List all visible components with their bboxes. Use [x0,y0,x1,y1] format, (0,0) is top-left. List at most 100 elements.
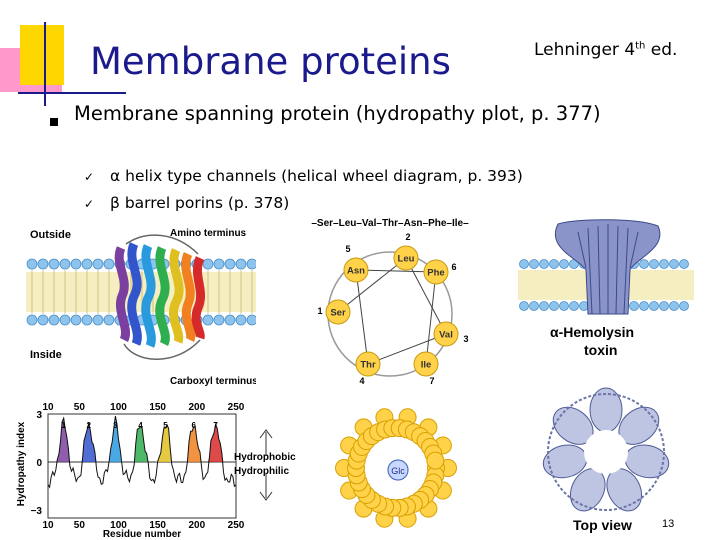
lipid-head [202,258,214,270]
lipid-head [213,314,225,326]
sub-bullet-beta: β barrel porins (p. 378) [110,194,290,212]
up-arrow-icon [259,429,273,456]
wheel-connection [337,257,407,313]
page-number: 13 [662,518,675,530]
hemolysin-barrel [555,219,661,315]
wheel-residue-number: 1 [317,306,322,316]
lipid-head [659,301,669,311]
inside-label: Inside [30,349,62,361]
lipid-head [539,301,549,311]
lipid-head [59,314,71,326]
hydropathy-curve [47,416,237,489]
membrane-protein-figure: Outside Amino terminus Inside Carboxyl t… [26,228,256,387]
hydrophobic-label: Hydrophobic [234,452,296,463]
top-view-label: Top view [573,517,632,533]
lipid-head [549,259,559,269]
porin-barrel-figure: Glc [335,408,457,528]
hydropathy-y-label: Hydropathy index [16,421,27,506]
lipid-head [48,314,60,326]
glucose-molecule-icon [387,459,409,481]
wheel-connection [355,269,369,365]
lipid-head [246,258,256,270]
hydropathy-x-tick-top: 10 [42,402,54,413]
lipid-head [224,314,236,326]
lipid-head [48,258,60,270]
checkmark-icon: ✓ [84,197,95,211]
wheel-residue-number: 4 [359,376,364,386]
wheel-residue-number: 2 [405,232,410,242]
lipid-head [649,301,659,311]
wheel-connection [367,333,447,365]
carboxyl-terminus-label: Carboxyl terminus [170,376,256,387]
lipid-head [529,301,539,311]
wheel-residue-label: Thr [360,360,376,371]
hydropathy-segment-label: 3 [113,421,118,430]
hemolysin-name: α-Hemolysin [550,324,634,340]
wheel-residue-number: 5 [345,244,350,254]
lipid-head [37,258,49,270]
lipid-head [213,258,225,270]
lipid-head [235,314,247,326]
hydropathy-axes [47,413,237,519]
edition-suffix: ed. [645,40,678,60]
wheel-residue-circle [343,257,369,283]
lipid-head [26,314,38,326]
hydropathy-x-tick-top: 250 [228,402,245,413]
hydropathy-segment-label: 5 [163,421,168,430]
edition-note: Lehninger 4th ed. [534,40,677,60]
wheel-residue-label: Ile [421,360,432,371]
lipid-head [70,314,82,326]
top-view-outline [547,393,665,511]
porin-ring [335,408,457,528]
wheel-residue-circle [433,321,459,347]
lipid-head [81,258,93,270]
lipid-head [539,259,549,269]
lipid-head [529,259,539,269]
hydropathy-x-tick-bottom: 10 [42,520,54,531]
hydropathy-segment-label: 2 [87,421,92,430]
hydropathy-x-tick-bottom: 50 [74,520,86,531]
hydropathy-segment-fill [184,426,204,462]
lipid-head [659,259,669,269]
lipid-head [235,258,247,270]
hydropathy-x-tick-bottom: 250 [228,520,245,531]
wheel-residue-label: Val [439,330,453,341]
edition-text: Lehninger 4 [534,40,636,60]
hydropathy-segment-label: 7 [213,421,218,430]
wheel-connection [425,271,437,365]
lipid-head [37,314,49,326]
hydropathy-segment-fill [206,424,225,462]
lipid-head [92,314,104,326]
wheel-connection [405,257,447,335]
lipid-head [70,258,82,270]
lipid-head [26,258,38,270]
decor-yellow-block [20,25,64,85]
hydropathy-segment-label: 4 [138,421,143,430]
helical-wheel-figure: –Ser–Leu–Val–Thr–Asn–Phe–Ile– Leu2Phe6Va… [311,218,469,386]
lipid-head [669,259,679,269]
lipid-head [639,301,649,311]
wheel-residue-label: Ser [330,308,346,319]
hemolysin-side-view: α-Hemolysin toxin [518,219,694,358]
helix-bundle [114,234,206,360]
top-view-pore [584,430,628,474]
hydropathy-segment-fill [79,423,99,462]
wheel-residue-label: Phe [427,268,444,279]
edition-superscript: th [635,40,646,52]
hydropathy-y-tick: 3 [36,410,42,421]
lipid-head [669,301,679,311]
lipid-head [519,259,529,269]
wheel-residue-number: 3 [463,334,468,344]
amino-terminus-label: Amino terminus [170,228,247,239]
wheel-residue-number: 7 [429,376,434,386]
lipid-head [559,301,569,311]
lipid-head [81,314,93,326]
porin-bead [426,451,445,470]
wheel-residue-circle [325,299,351,325]
wheel-residue-label: Asn [347,266,365,277]
wheel-residue-circle [393,245,419,271]
wheel-residue-circle [355,351,381,377]
slide-title: Membrane proteins [90,40,451,83]
